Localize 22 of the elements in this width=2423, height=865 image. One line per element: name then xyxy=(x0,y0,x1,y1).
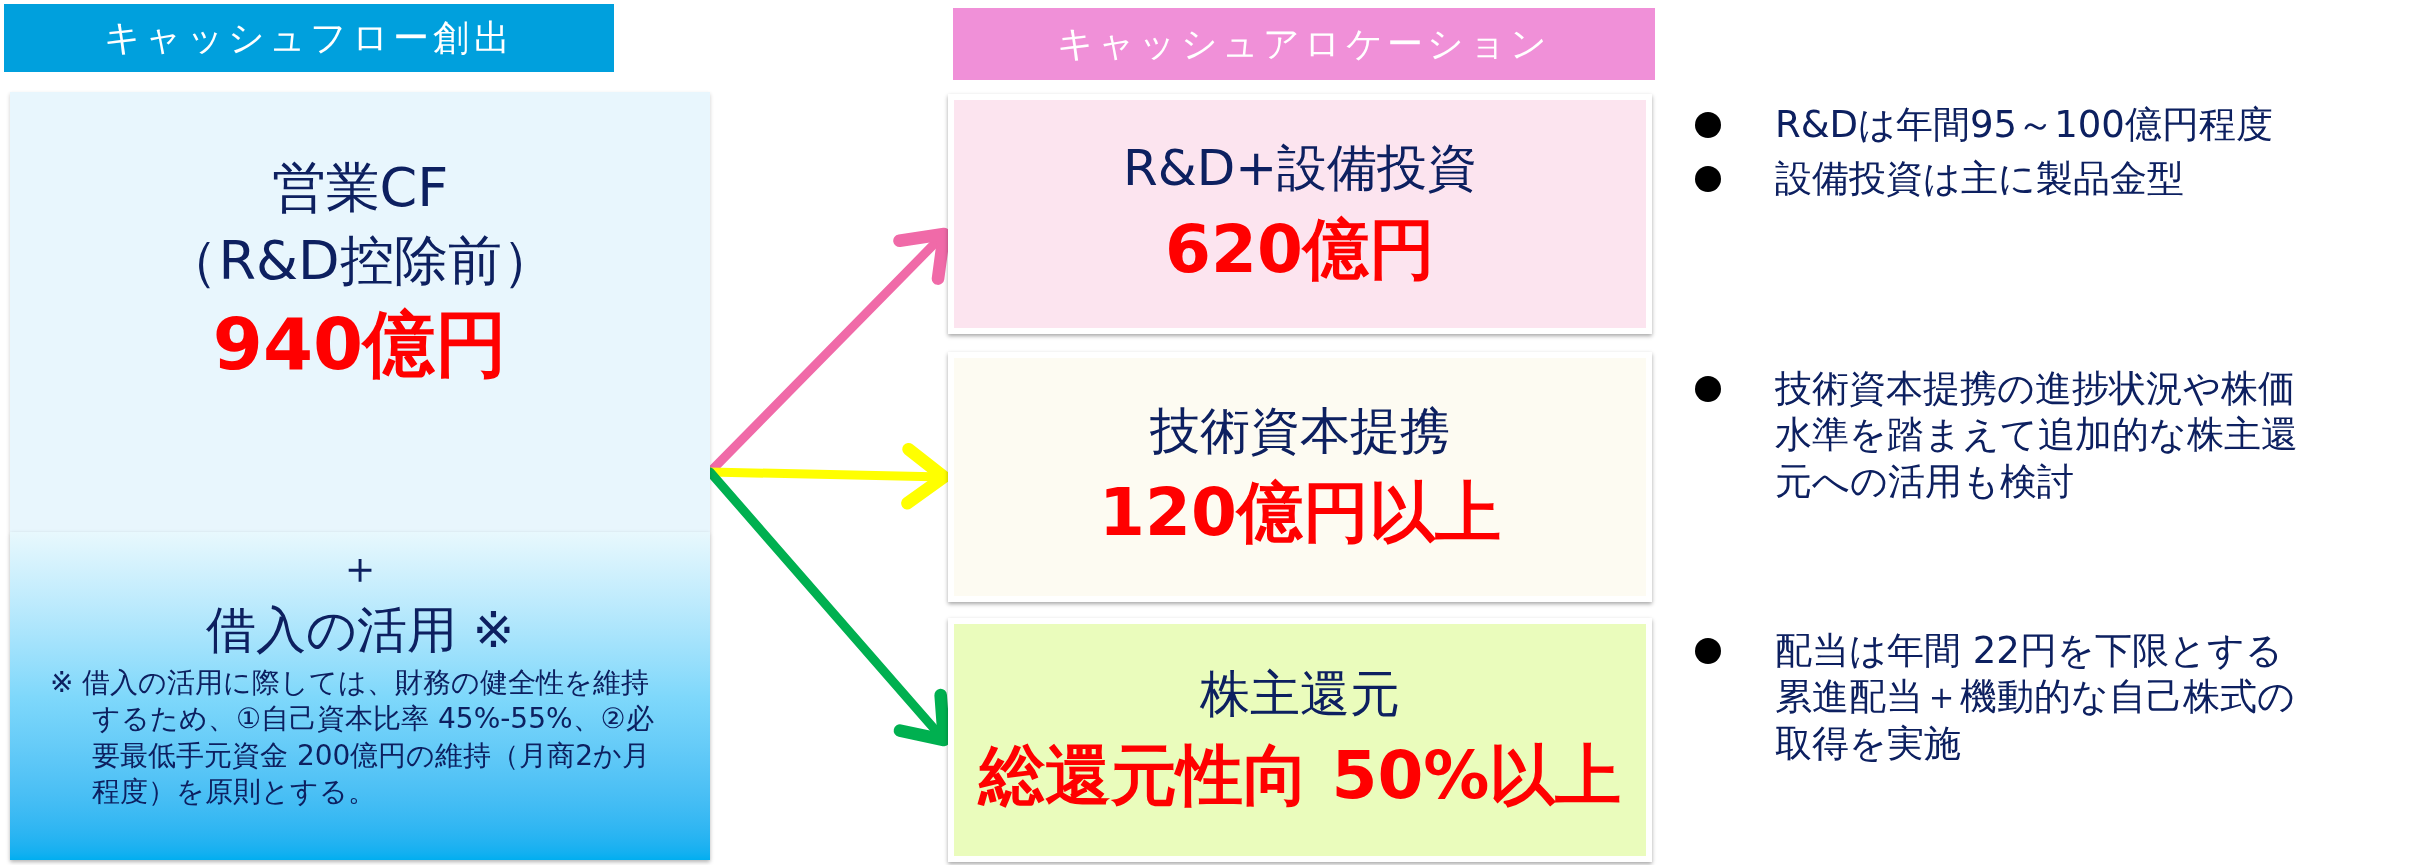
amount-value: 620億円 xyxy=(1165,209,1435,290)
header-bar xyxy=(953,8,1655,80)
source-title: 借入の活用 ※ xyxy=(205,599,515,661)
bullet-text: 配当は年間 22円を下限とする累進配当＋機動的な自己株式の取得を実施 xyxy=(1775,628,2296,767)
allocation-title: 株主還元 xyxy=(1200,663,1400,725)
bullet-text: R&Dは年間95～100億円程度 xyxy=(1775,102,2274,148)
amount-value: 120億円以上 xyxy=(1099,472,1501,553)
footnote: ※ 借入の活用に際しては、財務の健全性を維持するため、①自己資本比率 45%-55%、②必要最低手元資金 200億円の維持（月商2か月程度）を原則とする。 xyxy=(50,664,655,810)
amount-value: 940億円 xyxy=(212,300,508,388)
amount-value: 総還元性向 50%以上 xyxy=(978,735,1622,816)
source-title: 営業CF xyxy=(271,155,449,221)
source-box xyxy=(10,92,710,532)
header-title: キャッシュフロー創出 xyxy=(103,16,515,60)
bullet-text: 設備投資は主に製品金型 xyxy=(1775,156,2185,203)
allocation-title: R&D+設備投資 xyxy=(1122,137,1478,199)
header-bar xyxy=(4,4,614,72)
gradient-panel xyxy=(10,532,710,860)
source-title: （R&D控除前） xyxy=(164,227,556,294)
header-title: キャッシュアロケーション xyxy=(1056,22,1552,66)
plus-sign: ＋ xyxy=(338,542,382,595)
bullet-text: 技術資本提携の進捗状況や株価水準を踏まえて追加的な株主還元への活用も検討 xyxy=(1775,366,2299,505)
allocation-title: 技術資本提携 xyxy=(1150,400,1450,462)
